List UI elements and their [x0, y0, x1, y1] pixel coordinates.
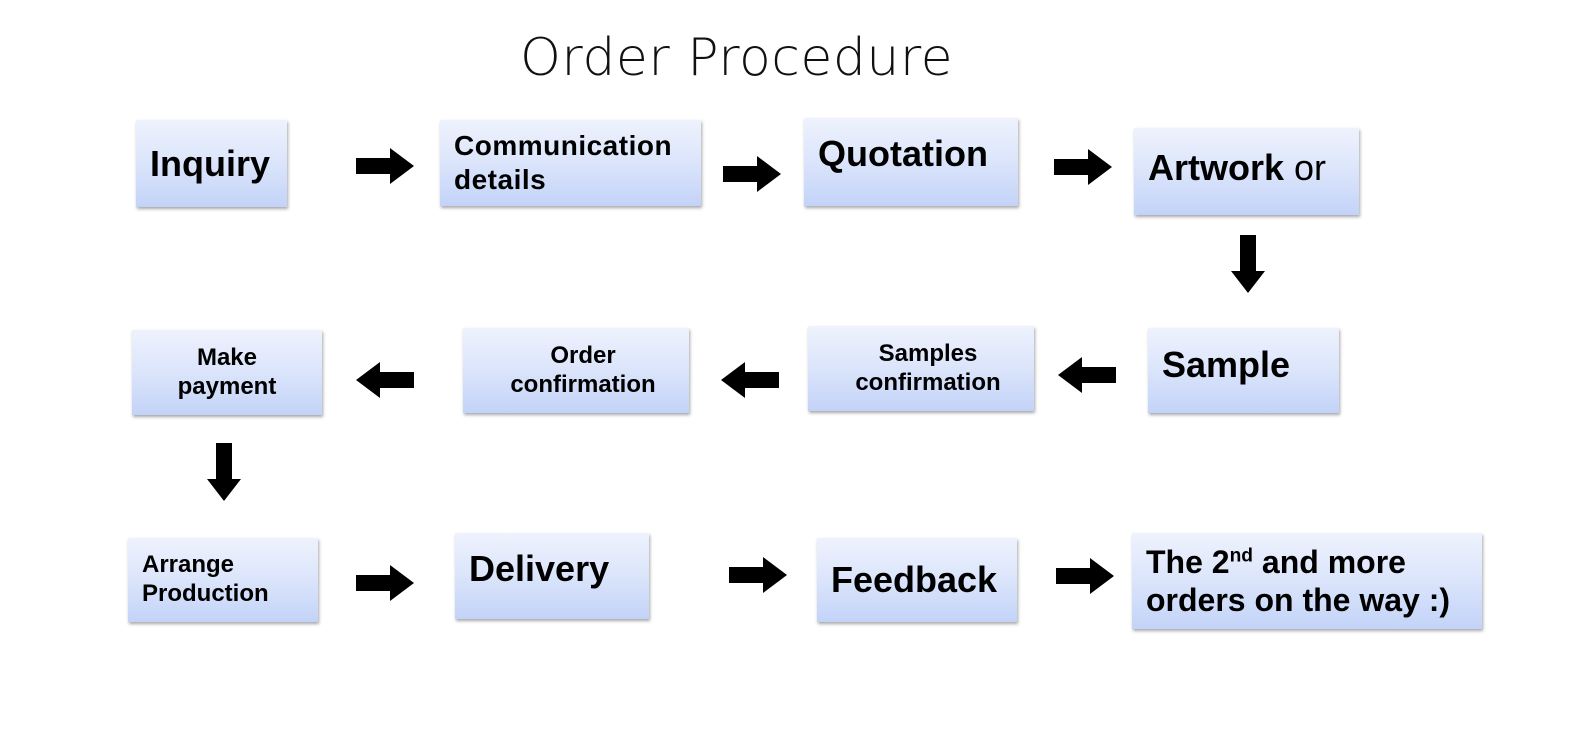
step-samples-confirmation: Samples confirmation	[808, 326, 1034, 411]
arrow-down-icon	[1231, 235, 1265, 293]
arrow-left-icon	[721, 362, 779, 398]
arrow-right-icon	[356, 565, 414, 601]
step-arrange-production: Arrange Production	[128, 538, 318, 622]
step-label: Sample	[1162, 343, 1291, 385]
step-label-line1: Samples	[878, 339, 978, 367]
step-label-line2: orders on the way :)	[1146, 582, 1451, 618]
step-quotation: Quotation	[804, 118, 1018, 206]
step-communication-details: Communication details	[440, 120, 701, 206]
arrow-right-icon	[729, 557, 787, 593]
arrow-right-icon	[723, 156, 781, 192]
step-feedback: Feedback	[817, 538, 1017, 622]
step-sample: Sample	[1148, 328, 1339, 413]
step-label-line2: confirmation	[855, 368, 1001, 396]
step-repeat-orders: The 2nd and more orders on the way :)	[1132, 533, 1482, 629]
step-label-line1: Make	[196, 343, 258, 371]
step-label: Feedback	[831, 559, 998, 601]
step-label: Quotation	[818, 133, 988, 174]
step-label-line1: Arrange	[142, 551, 235, 579]
step-label-line2: Production	[142, 580, 269, 607]
arrow-right-icon	[1056, 558, 1114, 594]
step-label: Delivery	[469, 548, 610, 589]
step-delivery: Delivery	[455, 533, 649, 619]
step-label-line2: details	[454, 164, 547, 195]
arrow-right-icon	[356, 148, 414, 184]
step-label-line2: confirmation	[510, 370, 656, 398]
step-label-line1: The 2nd and more	[1146, 543, 1406, 580]
arrow-left-icon	[356, 362, 414, 398]
step-label-suffix: or	[1284, 146, 1327, 188]
arrow-down-icon	[207, 443, 241, 501]
step-inquiry: Inquiry	[136, 120, 287, 207]
step-label: Inquiry	[150, 142, 271, 184]
step-artwork: Artwork or	[1134, 128, 1359, 215]
step-label-line1: Order	[550, 341, 616, 369]
page-title: Order Procedure	[520, 28, 954, 88]
arrow-left-icon	[1058, 357, 1116, 393]
arrow-right-icon	[1054, 149, 1112, 185]
step-order-confirmation: Order confirmation	[463, 328, 689, 413]
ordinal-suffix: nd	[1229, 544, 1254, 566]
step-make-payment: Make payment	[132, 330, 322, 415]
step-label-line2: payment	[177, 372, 277, 400]
step-label-line1: Communication	[454, 130, 673, 162]
step-label: Artwork	[1148, 146, 1285, 188]
